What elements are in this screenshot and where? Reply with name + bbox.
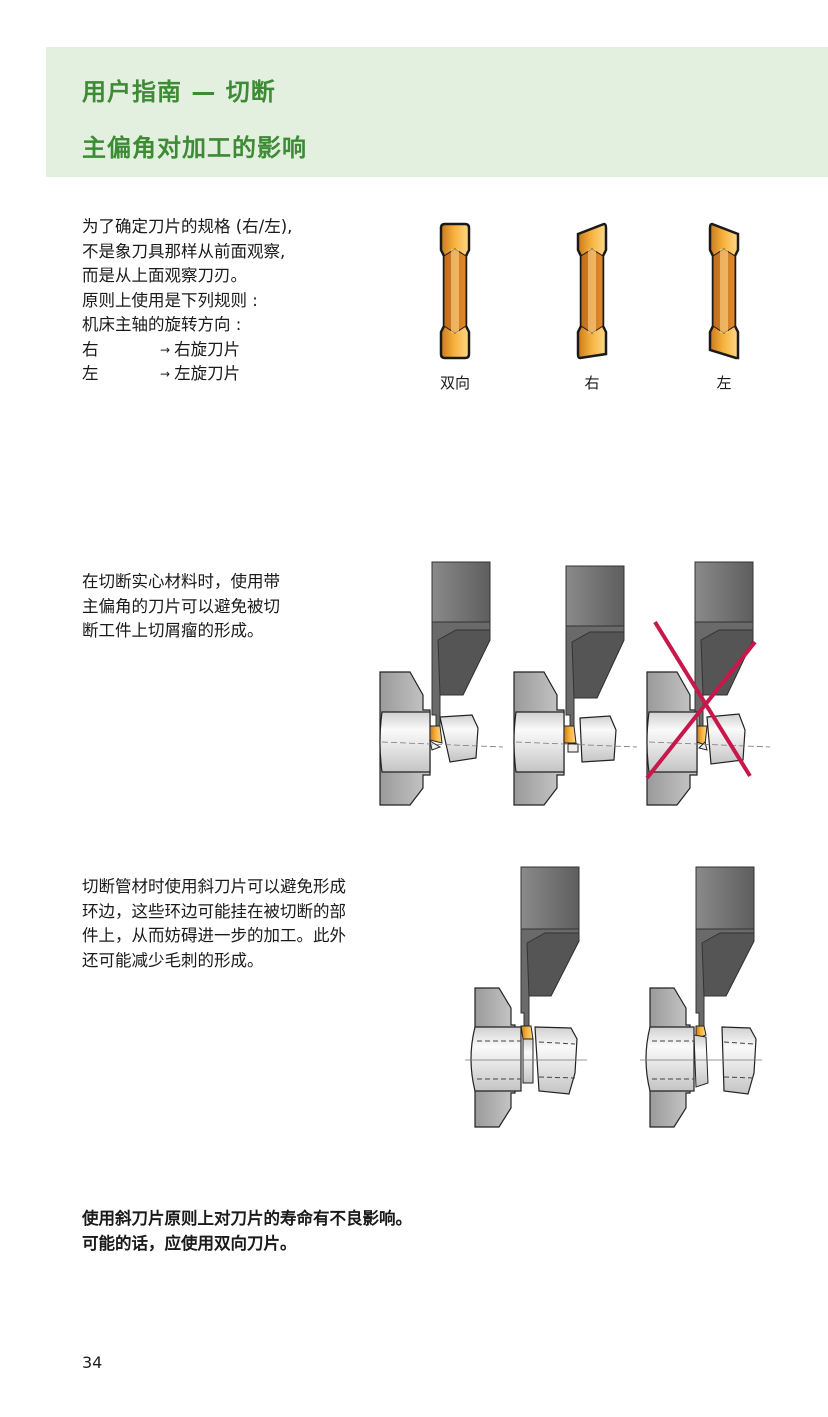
neutral-insert-icon	[439, 222, 471, 360]
cutoff-figure-neutral-solid	[513, 565, 638, 806]
section3-text: 切断管材时使用斜刀片可以避免形成 环边，这些环边可能挂在被切断的部 件上，从而妨…	[82, 875, 346, 973]
page-number: 34	[82, 1353, 103, 1372]
text-line: 可能的话，应使用双向刀片。	[82, 1233, 297, 1253]
text-line: 环边，这些环边可能挂在被切断的部	[82, 901, 346, 921]
section2-text: 在切断实心材料时，使用带 主偏角的刀片可以避免被切 断工件上切屑瘤的形成。	[82, 570, 280, 644]
rule-result: 右旋刀片	[174, 339, 241, 359]
cutoff-figure-angled-solid	[379, 561, 504, 806]
text-line: 为了确定刀片的规格 (右/左),	[82, 217, 293, 236]
left-insert-icon	[708, 222, 740, 360]
text-line: 断工件上切屑瘤的形成。	[82, 621, 264, 640]
insert-label-left: 左	[716, 374, 732, 392]
rule-row-right: 右 → 右旋刀片	[82, 338, 292, 363]
text-line: 还可能减少毛刺的形成。	[82, 950, 264, 970]
text-line: 件上，从而妨碍进一步的加工。此外	[82, 926, 346, 945]
rule-direction: 左	[82, 364, 99, 383]
text-line: 原则上使用是下列规则 :	[82, 290, 258, 310]
text-line: 不是象刀具那样从前面观察,	[82, 241, 286, 261]
cutoff-figure-tube-neutral	[465, 866, 587, 1128]
rule-direction: 右	[82, 339, 99, 359]
text-line: 机床主轴的旋转方向 :	[82, 315, 242, 334]
right-insert-icon	[576, 222, 608, 360]
text-line: 主偏角的刀片可以避免被切	[82, 596, 280, 616]
header-band	[46, 47, 828, 177]
page-subtitle: 主偏角对加工的影响	[82, 134, 307, 162]
rule-row-left: 左 → 左旋刀片	[82, 362, 292, 387]
insert-label-right: 右	[584, 374, 600, 392]
insert-label-neutral: 双向	[439, 374, 470, 392]
text-line: 切断管材时使用斜刀片可以避免形成	[82, 877, 346, 896]
page-title: 用户指南 — 切断	[82, 78, 276, 106]
section4-text: 使用斜刀片原则上对刀片的寿命有不良影响。 可能的话，应使用双向刀片。	[82, 1207, 412, 1256]
cutoff-figure-wrong-solid	[645, 561, 771, 806]
text-line: 使用斜刀片原则上对刀片的寿命有不良影响。	[82, 1209, 412, 1228]
rule-result: 左旋刀片	[174, 364, 241, 383]
cross-mark-icon	[653, 620, 752, 778]
cutoff-figure-tube-angled	[640, 866, 762, 1128]
text-line: 而是从上面观察刀刃。	[82, 266, 247, 285]
text-line: 在切断实心材料时，使用带	[82, 572, 280, 591]
section1-text: 为了确定刀片的规格 (右/左), 不是象刀具那样从前面观察, 而是从上面观察刀刃…	[82, 215, 292, 387]
arrow-icon: →	[160, 342, 171, 357]
arrow-icon: →	[160, 367, 171, 381]
